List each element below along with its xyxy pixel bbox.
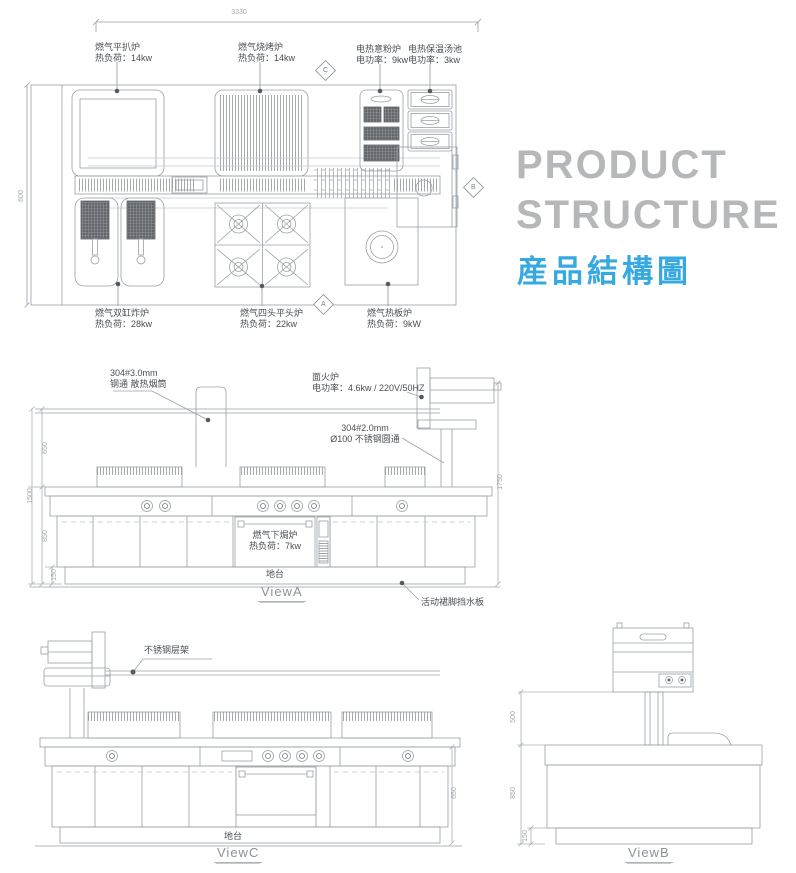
label-gas-griddle: 燃气平扒炉 热负荷：14kw	[95, 42, 152, 64]
view-a-title: ViewA	[258, 584, 306, 602]
plan-view-drawing	[24, 18, 482, 308]
note-line1: 面火炉	[312, 372, 340, 382]
note-line1: 304#3.0mm	[110, 368, 158, 378]
dim-a-right: 1750	[497, 474, 504, 490]
view-b-dim-lines	[517, 689, 645, 847]
marker-letter: B	[471, 183, 476, 191]
label-gas-grill: 燃气烧烤炉 热负荷：14kw	[238, 42, 295, 64]
label-pipe-note: 304#2.0mm Ø100 不锈钢圆通	[325, 423, 405, 445]
equip-name: 燃气烧烤炉	[238, 42, 284, 52]
note-line1: 304#2.0mm	[341, 423, 389, 433]
dim-b-lower: 850	[510, 787, 517, 799]
plan-double-fryer	[74, 197, 165, 287]
brand-title-line1: PRODUCT	[516, 143, 728, 187]
dim-c-right: 650	[451, 787, 458, 799]
salamander-grill-b	[612, 622, 694, 693]
view-a-dim-lines	[28, 380, 501, 587]
label-double-fryer: 燃气双缸炸炉 热负荷：28kw	[95, 308, 152, 330]
control-knobs-c	[106, 750, 414, 762]
equip-name: 燃气热板炉	[367, 308, 413, 318]
label-oven: 燃气下焗炉 热负荷：7kw	[241, 530, 309, 552]
plan-soup-warmer	[407, 89, 453, 152]
equip-spec: 电功率：3kw	[408, 55, 461, 65]
chimney	[195, 386, 227, 467]
plan-hot-plate	[344, 197, 419, 286]
label-chimney-note: 304#3.0mm 钢通 散热烟筒	[110, 368, 167, 390]
label-skirting-note: 活动裙脚挡水板	[421, 597, 485, 607]
plan-grease-channel	[74, 168, 441, 198]
equip-name: 燃气平扒炉	[95, 42, 141, 52]
dim-b-upper: 500	[510, 711, 517, 723]
brand-subtitle: 産品結構圖	[517, 254, 692, 289]
plan-gas-griddle	[71, 89, 165, 177]
view-c-drawing	[35, 631, 462, 847]
dim-a-lower: 850	[42, 530, 49, 542]
salamander-grill	[416, 367, 502, 430]
view-b-title: ViewB	[625, 845, 673, 863]
label-pasta-cooker: 电热意粉炉 电功率：9kw	[356, 44, 408, 66]
equip-spec: 电功率：9kw	[356, 55, 409, 65]
label-platform-c: 地台	[224, 831, 243, 841]
plan-pasta-cooker	[359, 89, 404, 172]
equip-spec: 热负荷：9kW	[367, 319, 422, 329]
label-shelf-note: 不锈钢层架	[144, 645, 190, 655]
equip-spec: 热负荷：7kw	[248, 541, 301, 551]
dim-plan-depth: 600	[18, 190, 25, 202]
equip-spec: 热负荷：14kw	[238, 53, 296, 63]
view-a-drawing	[28, 367, 502, 601]
label-four-burner-range: 燃气四头平头炉 热负荷：22kw	[240, 308, 303, 330]
plan-gas-grill	[214, 89, 309, 177]
marker-letter: C	[322, 67, 329, 74]
equip-name: 电热意粉炉	[356, 44, 402, 54]
dim-b-plinth: 150	[522, 830, 529, 842]
equip-name: 燃气下焗炉	[252, 530, 298, 540]
equip-spec: 热负荷：28kw	[95, 319, 153, 329]
dim-a-plinth: 150	[51, 569, 58, 581]
equip-spec: 热负荷：14kw	[95, 53, 153, 63]
plan-right-unit	[396, 146, 459, 228]
label-hot-plate: 燃气热板炉 热负荷：9kW	[367, 308, 421, 330]
equip-spec: 热负荷：22kw	[240, 319, 298, 329]
equip-name: 燃气四头平头炉	[240, 308, 304, 318]
plan-leaders	[114, 62, 433, 306]
note-line2: Ø100 不锈钢圆通	[330, 434, 400, 444]
plan-four-burner-range	[214, 202, 311, 288]
brand-title: PRODUCT STRUCTURE	[516, 140, 781, 240]
salamander-grill-side	[40, 631, 111, 689]
dim-a-total: 1500	[27, 488, 34, 504]
label-salamander-note: 面火炉 电功率：4.6kw / 220V/50HZ	[312, 372, 425, 394]
label-soup-warmer: 电热保温汤池 电功率：3kw	[408, 44, 462, 66]
equip-name: 燃气双缸炸炉	[95, 308, 150, 318]
dim-plan-width: 3330	[231, 9, 247, 16]
control-knobs	[141, 500, 408, 512]
view-c-dim-lines	[449, 744, 455, 846]
note-line2: 钢通 散热烟筒	[110, 379, 167, 389]
marker-letter: A	[321, 300, 326, 308]
brand-title-line2: STRUCTURE	[516, 193, 781, 237]
label-platform-a: 地台	[266, 569, 285, 579]
equip-name: 电热保温汤池	[408, 44, 463, 54]
note-line2: 电功率：4.6kw / 220V/50HZ	[312, 383, 425, 393]
dim-a-upper: 650	[42, 442, 49, 454]
view-c-title: ViewC	[214, 845, 263, 863]
view-b-drawing	[517, 622, 763, 847]
